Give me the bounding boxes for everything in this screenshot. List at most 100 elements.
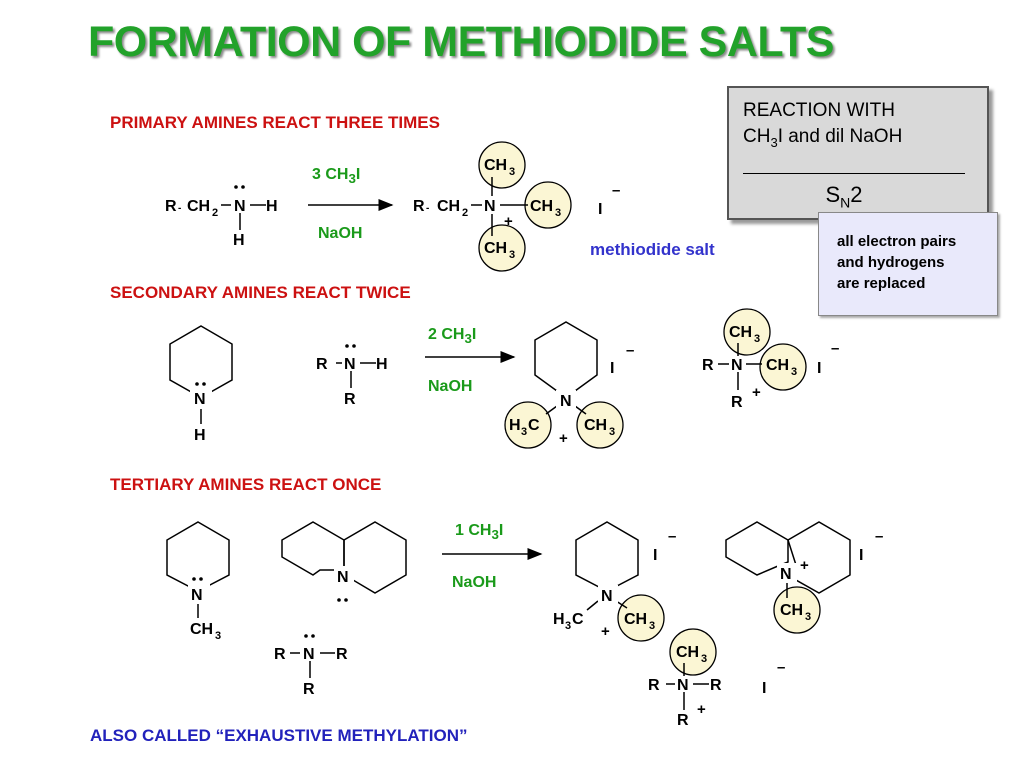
svg-text:R: R <box>316 356 328 373</box>
svg-text:CH: CH <box>187 198 210 215</box>
svg-text:N: N <box>303 646 315 663</box>
reaction-box-divider <box>743 173 965 174</box>
reaction-box-line2: CH3I and dil NaOH <box>743 126 903 150</box>
svg-text:+: + <box>504 213 513 230</box>
svg-text:+: + <box>800 557 809 574</box>
svg-text:3: 3 <box>754 333 760 345</box>
reagent-tertiary: 1 CH3I <box>455 522 504 543</box>
highlight-circle <box>478 224 526 272</box>
footer-note: ALSO CALLED “EXHAUSTIVE METHYLATION” <box>90 726 468 745</box>
svg-text:R: R <box>344 391 356 408</box>
svg-text:C: C <box>572 611 584 628</box>
svg-text:-: - <box>426 203 429 214</box>
reagent-primary: 3 CH3I <box>312 166 361 187</box>
svg-text:H: H <box>266 198 278 215</box>
svg-text:I: I <box>610 360 614 377</box>
svg-text:CH: CH <box>780 602 803 619</box>
base-tertiary: NaOH <box>452 574 497 591</box>
svg-text:H: H <box>553 611 565 628</box>
svg-text:I: I <box>653 547 657 564</box>
section-secondary-heading: SECONDARY AMINES REACT TWICE <box>110 283 411 302</box>
svg-text:–: – <box>875 528 883 545</box>
highlight-circle <box>773 586 821 634</box>
svg-text:N: N <box>484 198 496 215</box>
quinolizidine-reactant: N <box>334 566 354 602</box>
svg-text:CH: CH <box>484 157 507 174</box>
note-line3: are replaced <box>837 275 926 292</box>
svg-text:H: H <box>233 232 245 249</box>
methiodide-salt-label: methiodide salt <box>590 240 715 259</box>
base-secondary: NaOH <box>428 378 473 395</box>
svg-text:R: R <box>702 357 714 374</box>
svg-text:3: 3 <box>609 426 615 438</box>
svg-text:3: 3 <box>701 653 707 665</box>
svg-text:N: N <box>191 587 203 604</box>
mechanism-label: SN2 <box>825 182 863 211</box>
highlight-circle <box>759 343 807 391</box>
methyl-highlight-circles <box>478 141 821 676</box>
svg-text:H: H <box>194 427 206 444</box>
svg-text:N: N <box>337 569 349 586</box>
highlight-circle <box>478 141 526 189</box>
svg-text:R: R <box>336 646 348 663</box>
svg-text:I: I <box>598 201 602 218</box>
svg-text:R: R <box>648 677 660 694</box>
svg-text:–: – <box>777 659 785 676</box>
svg-text:C: C <box>528 417 540 434</box>
highlight-circle <box>576 401 624 449</box>
svg-text:–: – <box>831 340 839 357</box>
svg-text:R: R <box>274 646 286 663</box>
reaction-box-line1: REACTION WITH <box>743 100 895 121</box>
highlight-circle <box>617 594 665 642</box>
svg-text:R: R <box>731 394 743 411</box>
svg-text:CH: CH <box>729 324 752 341</box>
trialkyl-amine-reactant: R N R R <box>274 634 348 698</box>
note-line2: and hydrogens <box>837 254 945 271</box>
svg-text:N: N <box>560 393 572 410</box>
svg-text:2: 2 <box>212 207 218 219</box>
svg-text:3: 3 <box>791 366 797 378</box>
svg-text:3: 3 <box>509 249 515 261</box>
svg-text:I: I <box>817 360 821 377</box>
svg-text:N: N <box>677 677 689 694</box>
svg-text:R: R <box>677 712 689 729</box>
svg-text:R: R <box>165 198 177 215</box>
svg-text:N: N <box>234 198 246 215</box>
secondary-amine-reactant: R N H R <box>316 344 388 408</box>
svg-text:3: 3 <box>521 426 527 438</box>
note-line1: all electron pairs <box>837 233 957 250</box>
svg-text:CH: CH <box>766 357 789 374</box>
reagent-secondary: 2 CH3I <box>428 326 477 347</box>
svg-text:N: N <box>344 356 356 373</box>
svg-text:N: N <box>194 391 206 408</box>
svg-text:CH: CH <box>584 417 607 434</box>
svg-text:–: – <box>612 182 620 199</box>
section-primary-heading: PRIMARY AMINES REACT THREE TIMES <box>110 113 440 132</box>
svg-text:CH: CH <box>676 644 699 661</box>
highlight-circle <box>723 308 771 356</box>
svg-text:CH: CH <box>624 611 647 628</box>
svg-text:N: N <box>601 588 613 605</box>
section-tertiary-heading: TERTIARY AMINES REACT ONCE <box>110 475 382 494</box>
svg-text:+: + <box>752 384 761 401</box>
svg-text:–: – <box>668 528 676 545</box>
svg-text:CH: CH <box>484 240 507 257</box>
piperidine-reactant: N H <box>190 382 212 444</box>
svg-text:CH: CH <box>190 621 213 638</box>
svg-text:N: N <box>780 566 792 583</box>
svg-text:CH: CH <box>530 198 553 215</box>
svg-text:3: 3 <box>509 166 515 178</box>
svg-text:2: 2 <box>462 207 468 219</box>
page-title: FORMATION OF METHIODIDE SALTS <box>88 18 834 66</box>
svg-text:-: - <box>178 203 181 214</box>
svg-text:R: R <box>303 681 315 698</box>
svg-text:I: I <box>859 547 863 564</box>
svg-text:+: + <box>697 701 706 718</box>
